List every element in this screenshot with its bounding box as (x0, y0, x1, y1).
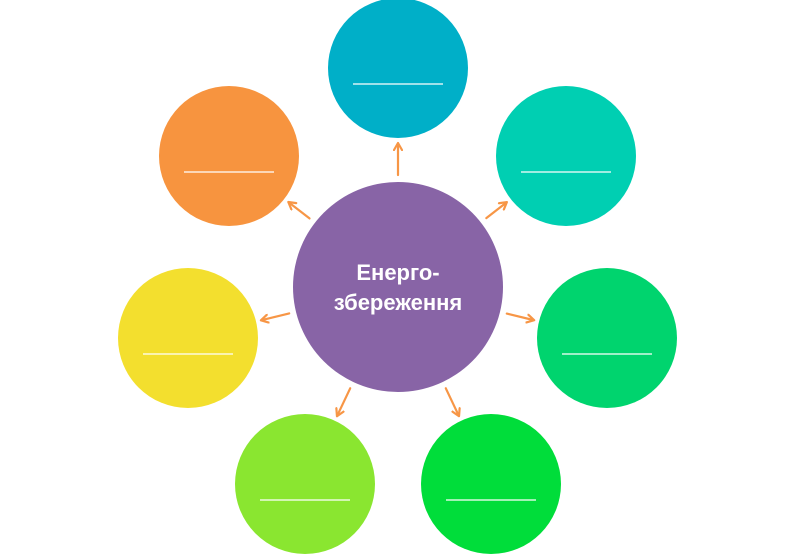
center-label-line-1: Енерго- (356, 260, 439, 285)
node-lower-left (235, 414, 375, 554)
node-top-circle (328, 0, 468, 138)
center-circle (293, 182, 503, 392)
node-top (328, 0, 468, 138)
node-lower-left-circle (235, 414, 375, 554)
node-upper-right-circle (496, 86, 636, 226)
node-upper-right (496, 86, 636, 226)
arrow-to-node-lower-right (444, 387, 459, 415)
node-left (118, 268, 258, 408)
connector-arrows (262, 144, 533, 415)
node-lower-right (421, 414, 561, 554)
arrow-to-node-upper-right (485, 203, 506, 220)
node-right (537, 268, 677, 408)
arrow-to-node-lower-left (337, 387, 352, 415)
arrow-to-node-left (262, 312, 291, 320)
node-upper-left (159, 86, 299, 226)
center-label-line-2: збереження (334, 290, 463, 315)
arrow-to-node-upper-left (289, 203, 311, 220)
node-lower-right-circle (421, 414, 561, 554)
node-upper-left-circle (159, 86, 299, 226)
node-left-circle (118, 268, 258, 408)
center-node: Енерго- збереження (293, 182, 503, 392)
arrow-to-node-right (505, 312, 533, 320)
node-right-circle (537, 268, 677, 408)
outer-nodes (118, 0, 677, 554)
